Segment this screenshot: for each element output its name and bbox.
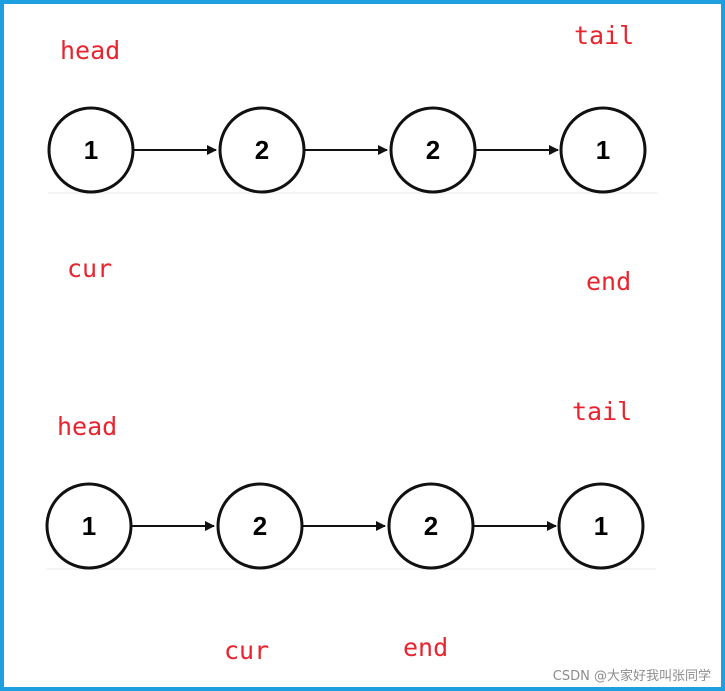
watermark-text: CSDN @大家好我叫张同学 [552, 669, 711, 684]
node-bottom-3: 2 [387, 482, 475, 570]
node-top-1-value: 1 [84, 135, 98, 165]
node-bottom-4-value: 1 [594, 511, 608, 541]
node-top-3: 2 [389, 106, 477, 194]
node-bottom-1: 1 [45, 482, 133, 570]
node-top-4-value: 1 [596, 135, 610, 165]
node-top-3-value: 2 [426, 135, 440, 165]
cur-label-bottom: cur [224, 636, 270, 665]
tail-label-top: tail [574, 21, 635, 50]
node-bottom-2: 2 [216, 482, 304, 570]
node-bottom-2-value: 2 [253, 511, 267, 541]
node-bottom-3-value: 2 [424, 511, 438, 541]
tail-label-bottom: tail [572, 397, 633, 426]
head-label-top: head [60, 36, 121, 65]
node-top-2: 2 [218, 106, 306, 194]
linked-list-bottom: 1 2 2 1 [45, 482, 656, 570]
head-label-bottom: head [57, 412, 118, 441]
node-bottom-1-value: 1 [82, 511, 96, 541]
end-label-bottom: end [403, 633, 449, 662]
node-top-1: 1 [47, 106, 135, 194]
node-top-2-value: 2 [255, 135, 269, 165]
linked-list-top: 1 2 2 1 [47, 106, 658, 194]
node-bottom-4: 1 [557, 482, 645, 570]
cur-label-top: cur [67, 254, 113, 283]
end-label-top: end [586, 267, 632, 296]
node-top-4: 1 [559, 106, 647, 194]
